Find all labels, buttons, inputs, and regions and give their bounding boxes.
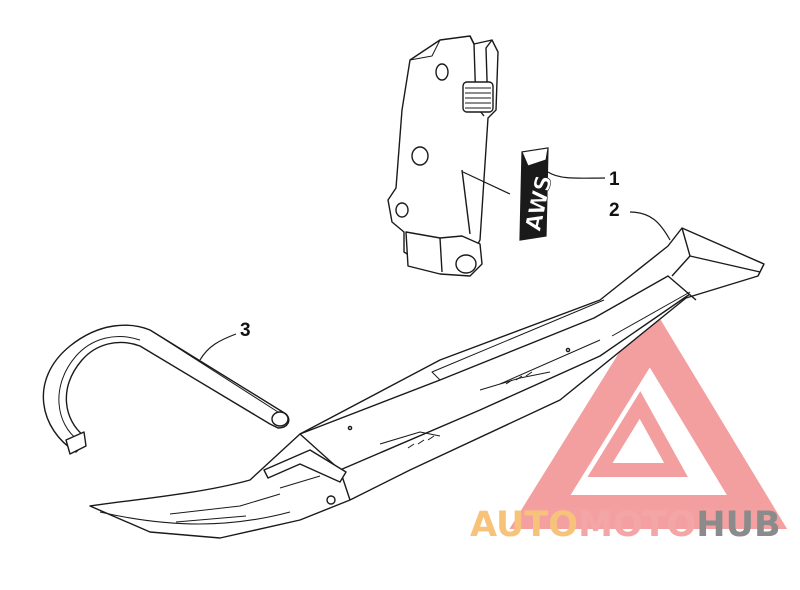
aws-decal: AWS [519, 147, 558, 241]
watermark-logo [509, 302, 788, 529]
spindle-bracket [387, 35, 499, 277]
watermark-text: AUTOMOTOHUB [470, 505, 781, 545]
leader-1 [547, 171, 606, 179]
ski-loop [42, 324, 290, 455]
callout-3: 3 [240, 320, 251, 341]
watermark-hub: HUB [696, 505, 781, 545]
callout-1: 1 [609, 169, 620, 190]
leader-1-inner [462, 171, 511, 195]
watermark-auto: AUTO [470, 505, 579, 545]
ski [89, 227, 765, 539]
callout-2: 2 [609, 200, 620, 221]
leader-3 [199, 333, 237, 361]
leader-2 [629, 211, 671, 241]
watermark-moto: MOTO [578, 505, 697, 545]
